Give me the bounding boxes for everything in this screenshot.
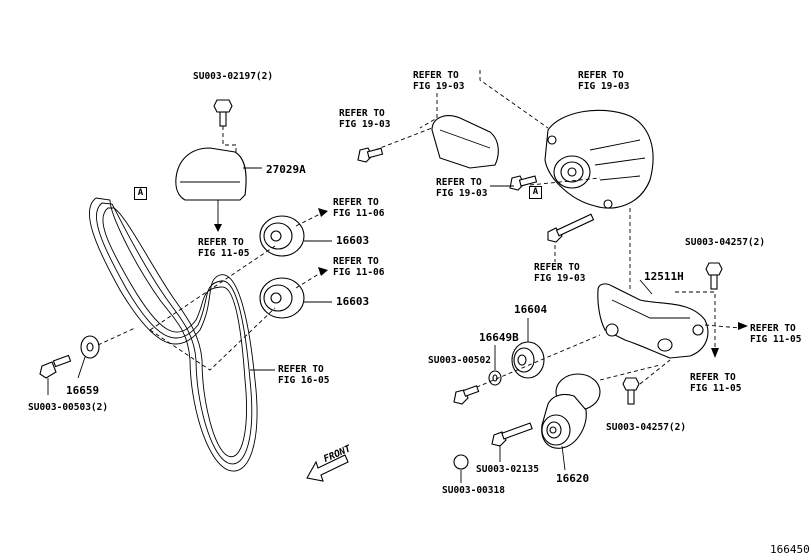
diagram-id: 166450 xyxy=(770,543,810,556)
bolt-cover-icon xyxy=(357,147,384,163)
label-cover-27029A: 27029A xyxy=(266,163,306,176)
tensioner-16620 xyxy=(541,373,601,449)
label-washer-16659: 16659 xyxy=(66,384,100,397)
plate-16649B xyxy=(488,370,502,386)
bolt-left-icon xyxy=(39,354,72,379)
bolt-long-icon xyxy=(547,213,595,243)
label-bolt-right-bottom: SU003-04257(2) xyxy=(606,422,687,433)
label-bolt-left: SU003-00503(2) xyxy=(28,402,109,413)
label-bolt-top: SU003-02197(2) xyxy=(193,71,274,82)
bolt-top-icon xyxy=(213,99,233,127)
idler-pulley-lower xyxy=(259,277,305,319)
ref-box-a-alternator: A xyxy=(529,186,542,199)
front-arrow-icon xyxy=(306,454,349,482)
alternator-cover xyxy=(431,115,499,169)
bolt-alternator-icon xyxy=(509,175,538,191)
label-idler-upper: 16603 xyxy=(336,234,370,247)
label-bolt-mid: SU003-00502 xyxy=(428,355,491,366)
washer-16659 xyxy=(80,335,100,359)
alternator xyxy=(544,109,654,209)
belt-cover-27029A xyxy=(175,147,247,201)
bracket-12511H xyxy=(597,283,709,359)
label-bolt-tensioner: SU003-02135 xyxy=(476,464,539,475)
label-cap: SU003-00318 xyxy=(442,485,505,496)
bolt-tensioner-icon xyxy=(491,422,533,447)
ref-box-a-belt: A xyxy=(134,187,147,200)
bolt-bracket-top-icon xyxy=(705,262,723,290)
label-idler-lower: 16603 xyxy=(336,295,370,308)
label-plate-16649B: 16649B xyxy=(479,331,519,344)
pulley-16604 xyxy=(511,341,545,379)
bolt-pulley-icon xyxy=(453,385,480,405)
label-bracket-12511H: 12511H xyxy=(644,270,684,283)
drive-belt xyxy=(88,197,258,472)
bolt-bracket-bottom-icon xyxy=(622,377,640,405)
label-bolt-right-top: SU003-04257(2) xyxy=(685,237,766,248)
cap-icon xyxy=(453,454,469,470)
idler-pulley-upper xyxy=(259,215,305,257)
label-tensioner-16620: 16620 xyxy=(556,472,590,485)
label-pulley-16604: 16604 xyxy=(514,303,548,316)
